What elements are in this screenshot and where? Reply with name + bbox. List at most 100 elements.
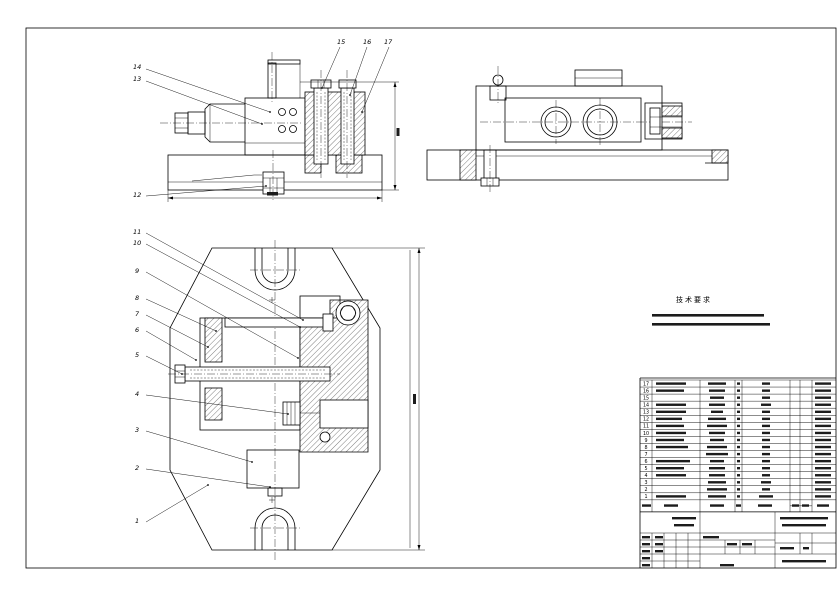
illegible-text	[762, 410, 770, 413]
illegible-text	[711, 410, 723, 413]
parts-list-item-number: 3	[644, 480, 647, 486]
front-view-callouts: 14 13 12 15 16 17	[133, 38, 393, 199]
illegible-text	[709, 467, 725, 470]
title-block	[640, 511, 836, 568]
illegible-text	[815, 459, 831, 463]
front-view	[160, 52, 400, 202]
illegible-text	[710, 459, 724, 463]
callout-5: 5	[135, 351, 139, 359]
parts-list-item-number: 7	[644, 452, 647, 458]
illegible-text	[762, 438, 770, 442]
parts-list-item-number: 2	[644, 487, 647, 493]
illegible-text	[815, 410, 831, 413]
illegible-text	[737, 445, 740, 449]
parts-list-item-number: 13	[643, 410, 649, 416]
inner-window	[504, 97, 642, 143]
side-view	[426, 66, 729, 192]
illegible-text	[709, 389, 725, 392]
illegible-text	[727, 543, 737, 546]
callout-6: 6	[135, 326, 139, 334]
parts-list-item-number: 15	[643, 396, 649, 402]
parts-list-item-number: 16	[643, 388, 649, 394]
side-right-clamp	[644, 102, 683, 140]
illegible-text	[782, 524, 826, 527]
plan-view-dimensions	[332, 247, 425, 551]
illegible-text	[656, 389, 684, 392]
illegible-text	[815, 431, 831, 435]
illegible-text	[815, 452, 831, 456]
illegible-text	[762, 424, 770, 428]
illegible-text	[762, 382, 770, 385]
illegible-text	[642, 557, 650, 560]
illegible-text	[761, 403, 771, 406]
positioning-key	[262, 171, 285, 195]
illegible-text	[709, 431, 725, 435]
illegible-text	[737, 467, 740, 470]
illegible-text	[762, 467, 770, 470]
callout-7: 7	[135, 310, 140, 318]
illegible-text	[815, 445, 831, 449]
illegible-text	[674, 524, 694, 527]
illegible-text	[762, 474, 770, 477]
illegible-text	[780, 517, 828, 520]
illegible-text	[762, 389, 770, 392]
callout-4: 4	[135, 390, 139, 398]
illegible-text	[656, 459, 690, 463]
illegible-text	[656, 424, 684, 428]
illegible-text	[737, 474, 740, 477]
illegible-text	[737, 452, 740, 456]
illegible-text	[710, 438, 724, 442]
callout-8: 8	[135, 294, 139, 302]
illegible-text	[655, 536, 663, 539]
support-block	[246, 449, 300, 489]
illegible-text	[792, 504, 799, 507]
callout-15: 15	[337, 38, 345, 46]
illegible-text	[782, 560, 826, 563]
illegible-text	[655, 550, 663, 553]
technical-requirements-title: 技术要求	[676, 295, 712, 304]
illegible-text	[737, 382, 740, 385]
callout-17: 17	[384, 38, 393, 46]
long-bolt	[224, 313, 334, 332]
illegible-text	[780, 547, 794, 550]
illegible-text	[642, 550, 650, 553]
illegible-text	[710, 504, 724, 507]
illegible-text	[737, 495, 740, 498]
parts-list-item-number: 14	[643, 403, 649, 409]
pressure-block	[282, 399, 369, 429]
parts-list-item-number: 4	[644, 473, 647, 479]
illegible-text	[815, 417, 831, 421]
illegible-text	[737, 389, 740, 392]
illegible-text	[742, 543, 752, 546]
illegible-text	[737, 396, 740, 399]
illegible-text	[737, 488, 740, 491]
illegible-text	[642, 564, 650, 567]
illegible-text	[652, 314, 764, 317]
illegible-text	[762, 417, 770, 421]
plan-view-callouts: 11 10 9 8 7 6 5 4 3 2 1	[133, 228, 304, 525]
technical-requirements: 技术要求	[652, 295, 770, 326]
illegible-text	[815, 495, 831, 498]
illegible-text	[803, 547, 809, 550]
callout-9: 9	[135, 267, 139, 275]
callout-1: 1	[135, 517, 139, 525]
callout-11: 11	[133, 228, 141, 236]
illegible-text	[815, 403, 831, 406]
illegible-text	[737, 403, 740, 406]
bolt-16	[338, 79, 357, 165]
illegible-text	[737, 410, 740, 413]
illegible-text	[815, 438, 831, 442]
illegible-text	[708, 495, 726, 498]
illegible-text	[737, 417, 740, 421]
illegible-text	[656, 410, 686, 413]
illegible-text	[652, 323, 770, 326]
illegible-text	[737, 431, 740, 435]
illegible-text	[815, 382, 831, 385]
illegible-text	[709, 403, 725, 406]
illegible-text	[664, 504, 678, 507]
illegible-text	[656, 474, 686, 477]
illegible-text	[736, 504, 741, 507]
illegible-text	[762, 459, 770, 463]
callout-10: 10	[133, 239, 141, 247]
